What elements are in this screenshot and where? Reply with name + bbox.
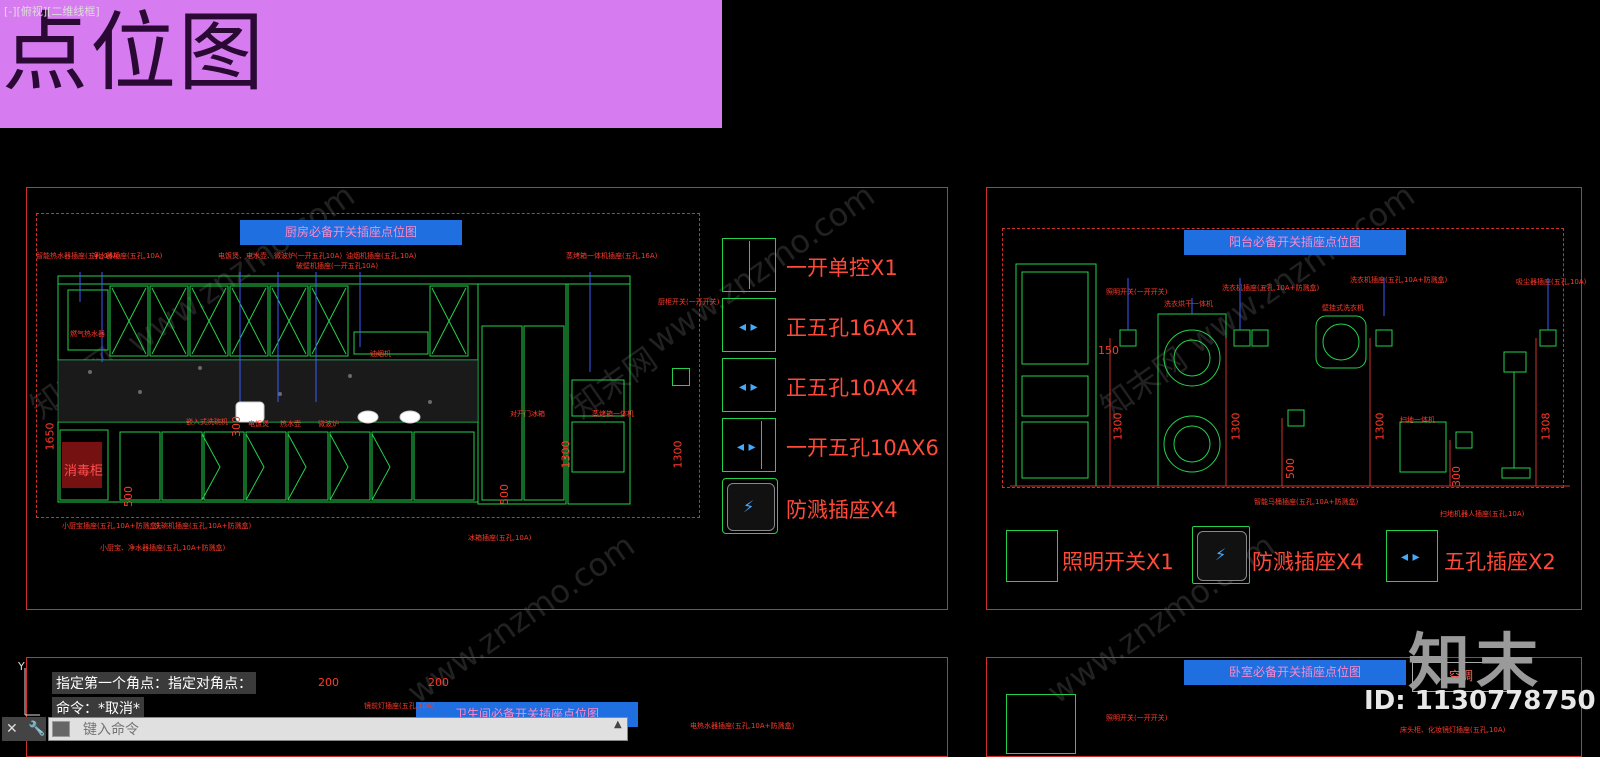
air-conditioner-label: 空调 (1412, 662, 1510, 692)
legend-label: 防溅插座X4 (786, 498, 898, 522)
watermark-logo: 知末 (1408, 626, 1545, 699)
dimension-label: 1300 (1111, 412, 1125, 441)
bedroom-door-drawing (1006, 694, 1076, 754)
legend-label: 五孔插座X2 (1444, 550, 1556, 574)
kitchen-dashed-area (36, 213, 700, 518)
balcony-frame (986, 187, 1582, 610)
svg-text:Y: Y (17, 660, 25, 673)
balcony-note: 吸尘器插座(五孔,10A) (1516, 278, 1587, 286)
appliance-label: 热水壶 (280, 420, 301, 428)
command-expand-icon[interactable]: ▲ (614, 719, 622, 730)
kitchen-elevation-drawing (57, 272, 631, 505)
command-history: 指定第一个角点：指定对角点： 命令：*取消* (52, 672, 256, 722)
dimension-label: 1300 (559, 440, 573, 469)
kitchen-note: 油烟机插座(五孔,10A) (346, 252, 417, 260)
legend-label: 正五孔10AX4 (786, 376, 918, 400)
legend-label: 一开五孔10AX6 (786, 436, 939, 460)
dimension-label: 1300 (671, 440, 685, 469)
balcony-note: 照明开关(一开开关) (1106, 288, 1168, 296)
balcony-note: 扫地机器人插座(五孔,10A) (1440, 510, 1525, 518)
title-banner (0, 0, 722, 128)
five-hole-outlet-icon: ◂ ▸ (1386, 530, 1438, 582)
viewport-label[interactable]: [-][俯视][二维线框] (4, 5, 100, 18)
bedroom-heading: 卧室必备开关插座点位图 (1184, 660, 1406, 685)
dimension-label: 200 (428, 676, 449, 689)
page-title: 点位图 (2, 3, 266, 103)
command-toolbar: ✕ 🔧 (2, 717, 46, 741)
switch-marker (672, 368, 690, 386)
kitchen-note: 冰箱插座(五孔,10A) (468, 534, 532, 542)
appliance-label: 燃气热水器 (70, 330, 105, 338)
disinfection-cabinet-label: 消毒柜 (64, 464, 104, 479)
splash-outlet-icon: ⚡ (722, 478, 778, 534)
appliance-label: 扫地一体机 (1400, 416, 1435, 424)
appliance-label: 嵌入式洗碗机 (186, 418, 228, 426)
dimension-label: 1300 (1229, 412, 1243, 441)
balcony-note: 洗衣机插座(五孔,10A+防溅盒) (1350, 276, 1448, 284)
dimension-label: 1300 (1373, 412, 1387, 441)
legend-label: 正五孔16AX1 (786, 316, 918, 340)
kitchen-note: 小厨宝插座(五孔,10A+防溅盒) (62, 522, 160, 530)
ucs-axis-icon: Y (17, 660, 40, 716)
kitchen-note: 电饭煲、电水壶、微波炉(一开五孔10A) (218, 252, 343, 260)
five-hole-outlet-icon: ◂ ▸ (722, 298, 776, 352)
balcony-heading: 阳台必备开关插座点位图 (1184, 230, 1406, 255)
appliance-label: 微波炉 (318, 420, 339, 428)
bathroom-note: 镜前灯插座(五孔,10A) (364, 702, 435, 710)
dimension-label: 500 (122, 486, 135, 507)
bathroom-note: 电热水器插座(五孔,10A+防溅盒) (690, 722, 795, 730)
single-switch-icon (722, 238, 776, 292)
dimension-label: 150 (1098, 344, 1119, 357)
appliance-label: 蒸烤箱一体机 (592, 410, 634, 418)
command-history-line: 指定第一个角点：指定对角点： (52, 672, 256, 694)
dimension-label: 1650 (43, 422, 57, 451)
watermark-id: ID: 1130778750 (1364, 686, 1596, 716)
command-history-line: 命令：*取消* (52, 697, 144, 719)
switch-outlet-icon: ◂ ▸ (722, 418, 776, 472)
balcony-note: 洗衣烘干一体机 (1164, 300, 1213, 308)
appliance-label: 油烟机 (370, 350, 391, 358)
legend-label: 照明开关X1 (1062, 550, 1174, 574)
dimension-label: 500 (1284, 458, 1297, 479)
balcony-note: 智能马桶插座(五孔,10A+防溅盒) (1254, 498, 1359, 506)
command-prompt-icon[interactable] (52, 721, 70, 737)
bedroom-note: 照明开关(一开开关) (1106, 714, 1168, 722)
command-input[interactable] (48, 717, 628, 741)
kitchen-heading: 厨房必备开关插座点位图 (240, 220, 462, 245)
close-icon[interactable]: ✕ (6, 721, 18, 737)
dimension-label: 1308 (1539, 412, 1553, 441)
bedroom-note: 床头柜、化妆镜灯插座(五孔,10A) (1400, 726, 1506, 734)
dimension-label: 200 (318, 676, 339, 689)
balcony-elevation-drawing (1010, 263, 1570, 487)
balcony-note: 壁挂式洗衣机 (1322, 304, 1364, 312)
kitchen-note: 蒸烤箱一体机插座(五孔,16A) (566, 252, 658, 260)
kitchen-note: 净水器插座(五孔,10A) (92, 252, 163, 260)
kitchen-frame (26, 187, 948, 610)
dimension-label: 500 (498, 484, 511, 505)
splash-outlet-icon: ⚡ (1192, 526, 1250, 584)
legend-label: 一开单控X1 (786, 256, 898, 280)
appliance-label: 电饭煲 (248, 420, 269, 428)
balcony-dashed-area (1002, 228, 1564, 488)
kitchen-note: 破壁机插座(一开五孔10A) (296, 262, 379, 270)
kitchen-note: 洗碗机插座(五孔,10A+防溅盒) (154, 522, 252, 530)
dimension-label: 300 (1450, 466, 1463, 487)
legend-label: 防溅插座X4 (1252, 550, 1364, 574)
kitchen-note: 智能热水器插座(五孔,16A) (36, 252, 121, 260)
wrench-icon[interactable]: 🔧 (28, 721, 46, 737)
light-switch-icon (1006, 530, 1058, 582)
kitchen-note: 小厨宝、净水器插座(五孔,10A+防溅盒) (100, 544, 226, 552)
dimension-label: 300 (230, 416, 243, 437)
kitchen-note: 厨柜开关(一开开关) (658, 298, 720, 306)
five-hole-outlet-icon: ◂ ▸ (722, 358, 776, 412)
appliance-label: 对开门冰箱 (510, 410, 545, 418)
balcony-note: 洗衣机插座(五孔,10A+防溅盒) (1222, 284, 1320, 292)
